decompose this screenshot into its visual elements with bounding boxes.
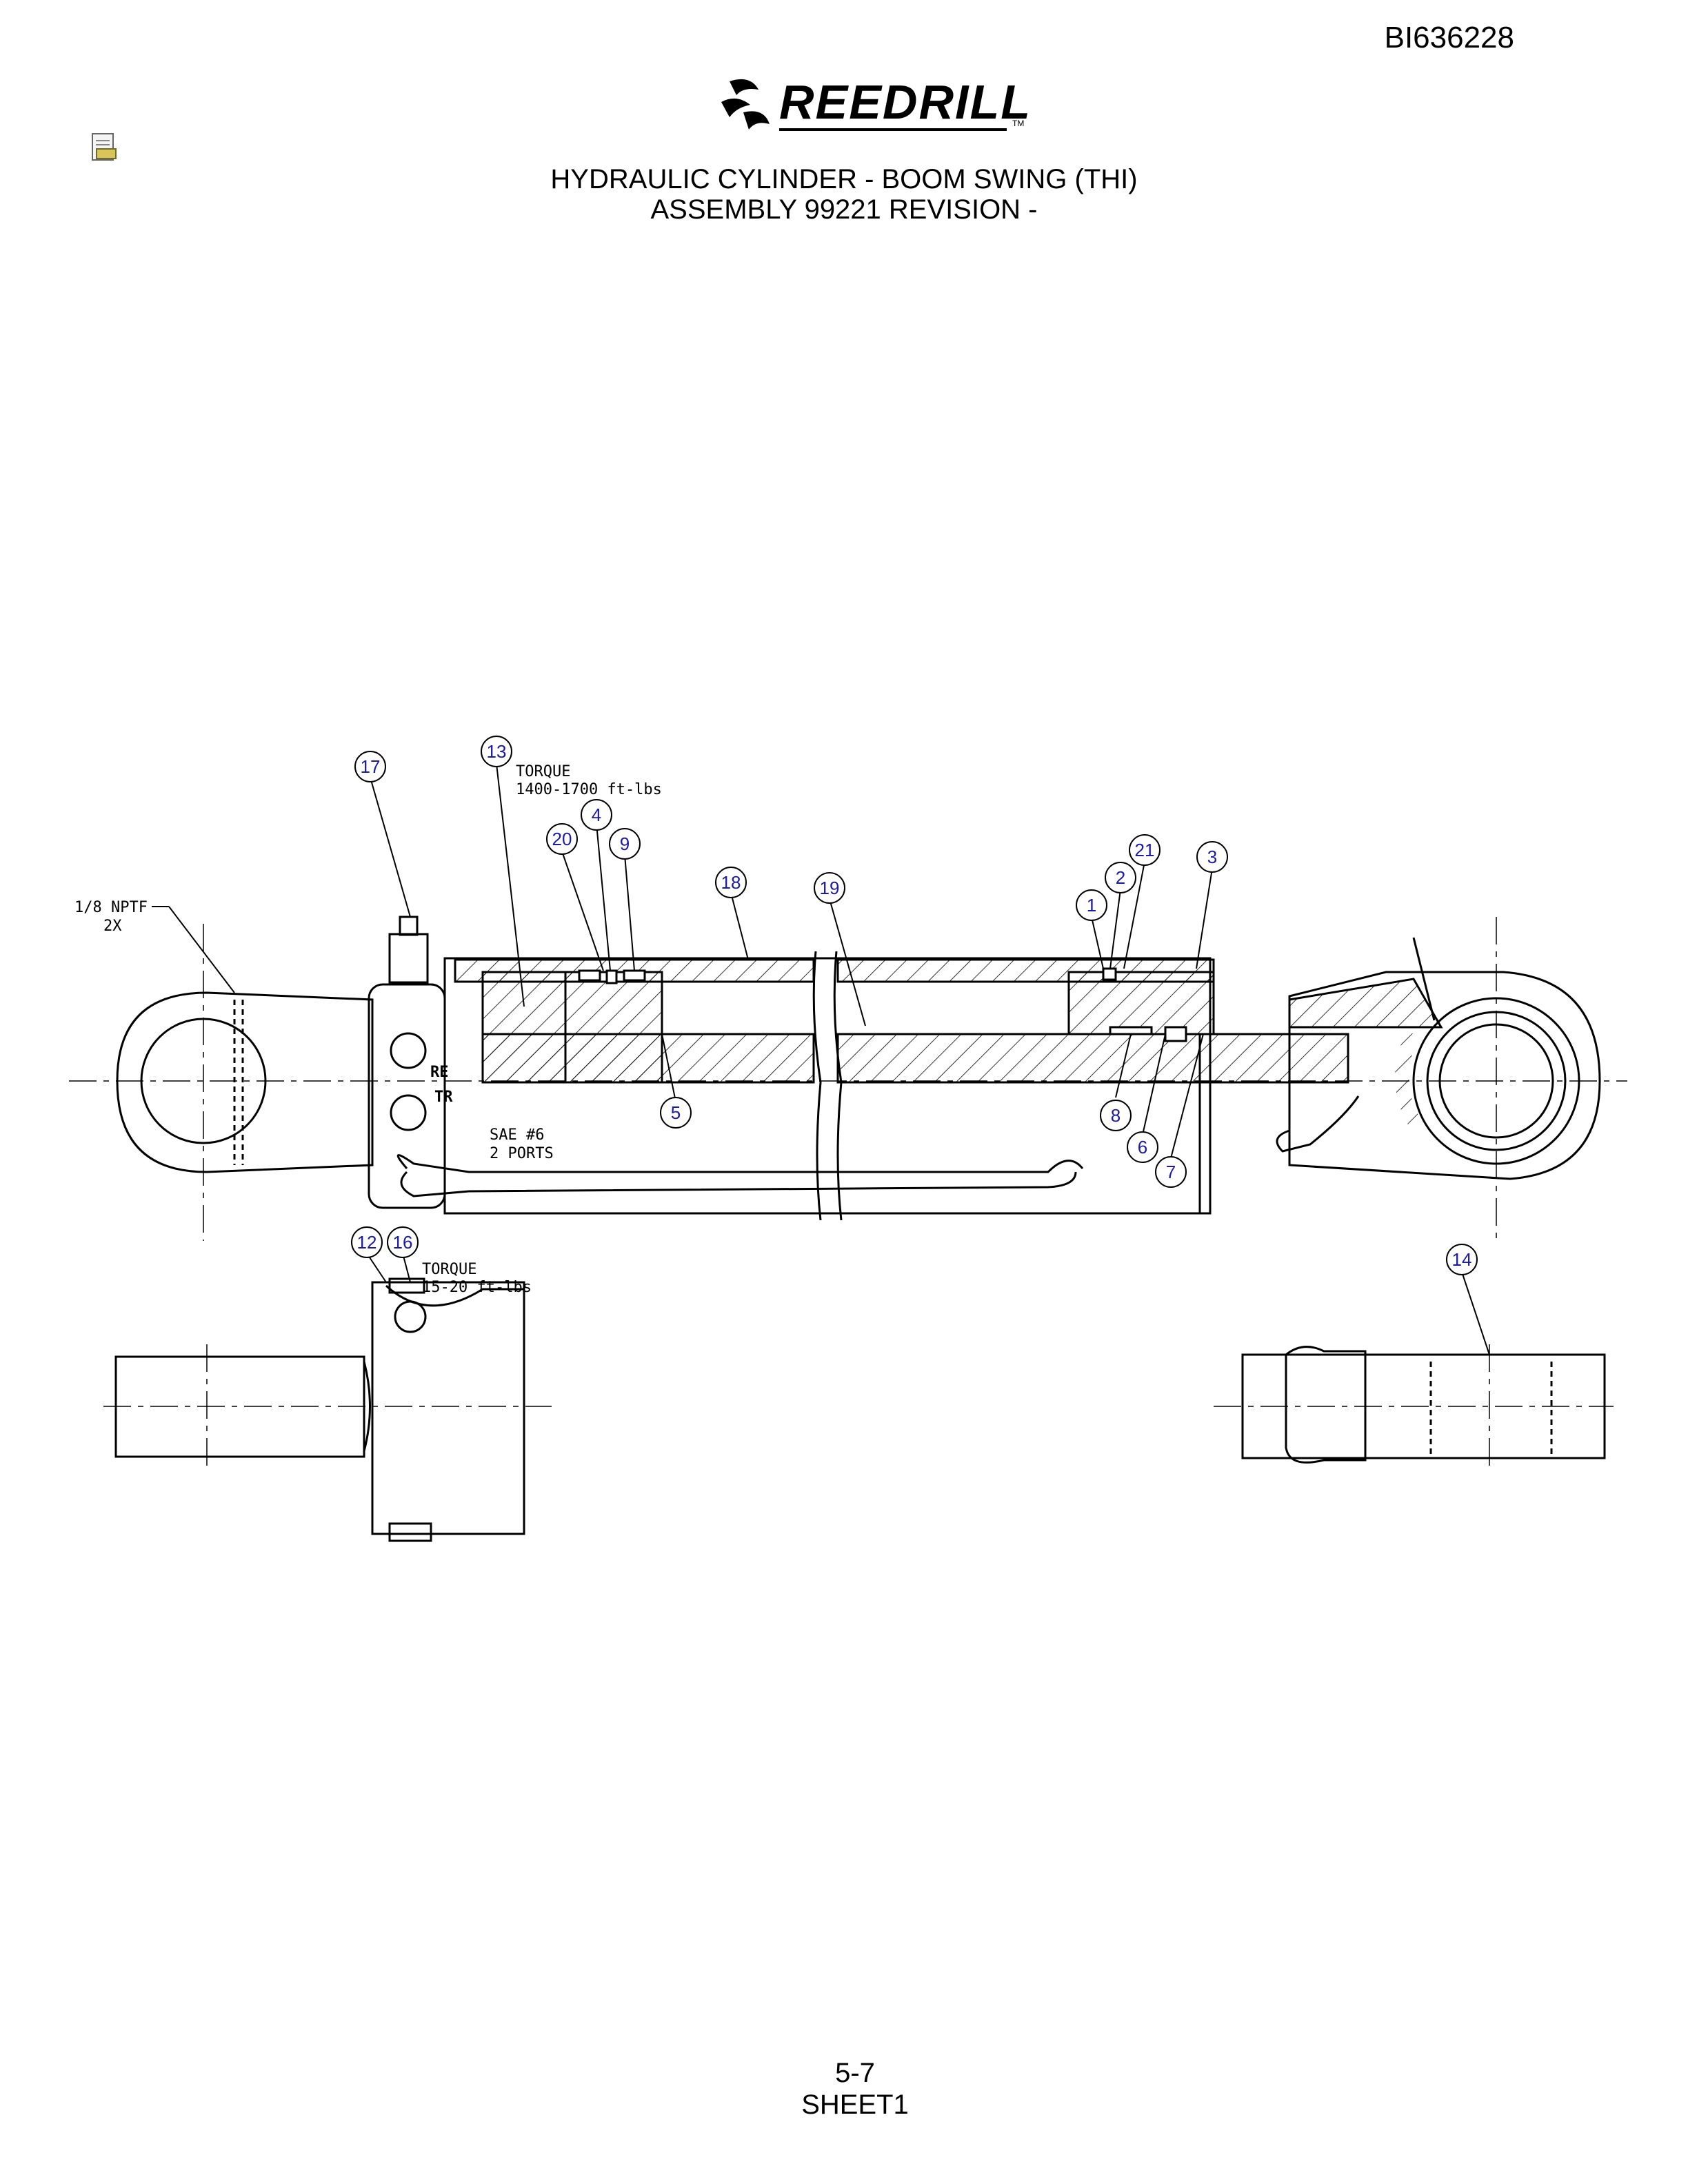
logo-wordmark: REEDRILL	[779, 75, 1032, 129]
assembly-number: ASSEMBLY 99221 REVISION -	[650, 194, 1038, 225]
rod	[481, 1033, 1349, 1084]
balloon-14: 14	[1452, 1249, 1472, 1270]
port-label-re: RE	[430, 1064, 449, 1081]
torque2-note-value: 15-20 ft-lbs	[422, 1279, 532, 1296]
balloon-6: 6	[1138, 1137, 1147, 1157]
nptf-count: 2X	[103, 918, 122, 935]
base-eye	[116, 991, 374, 1173]
torque2-note-label: TORQUE	[422, 1261, 476, 1278]
logo-underline	[779, 128, 1007, 131]
balloon-20: 20	[552, 829, 572, 849]
reedrill-logo: REEDRILL TM	[716, 74, 1030, 138]
balloon-3: 3	[1207, 847, 1217, 867]
balloon-1: 1	[1087, 895, 1096, 916]
balloon-labels: 17 13 4 20 9 18 19 1 2 21 3 5 8 6 7 12 1…	[357, 741, 1472, 1270]
cap-end	[368, 916, 446, 1209]
sheet-label: SHEET1	[801, 2090, 909, 2120]
balloon-13: 13	[487, 741, 507, 762]
drawing-title: HYDRAULIC CYLINDER - BOOM SWING (THI)	[550, 164, 1138, 194]
balloon-9: 9	[620, 833, 630, 854]
balloon-16: 16	[393, 1232, 413, 1253]
page-number: 5-7	[835, 2058, 875, 2088]
rod-end	[1288, 937, 1601, 1180]
document-id: BI636228	[1384, 21, 1514, 54]
torque-note-value: 1400-1700 ft-lbs	[516, 781, 662, 798]
balloon-17: 17	[361, 756, 381, 777]
nptf-note: 1/8 NPTF	[74, 899, 148, 916]
sae-port-count: 2 PORTS	[490, 1145, 554, 1162]
balloon-7: 7	[1166, 1162, 1176, 1182]
centerline	[69, 917, 1627, 1468]
torque-note-label: TORQUE	[516, 763, 570, 780]
leader-lines	[152, 763, 1490, 1355]
logo-swirl-icon	[721, 79, 770, 130]
balloon-21: 21	[1135, 840, 1155, 860]
end-view-right	[1241, 1346, 1606, 1464]
hydraulic-tube	[396, 1095, 1360, 1197]
sae-port-note: SAE #6	[490, 1126, 544, 1144]
balloon-2: 2	[1116, 867, 1125, 888]
balloon-8: 8	[1111, 1105, 1121, 1126]
balloon-4: 4	[592, 805, 601, 825]
balloon-18: 18	[721, 872, 741, 893]
item-balloons	[351, 736, 1478, 1275]
port-label-tr: TR	[434, 1089, 453, 1106]
attachment-document-icon[interactable]	[91, 132, 119, 163]
balloon-12: 12	[357, 1232, 377, 1253]
end-view-left	[114, 1277, 525, 1542]
logo-trademark: TM	[1012, 119, 1025, 128]
balloon-5: 5	[671, 1102, 681, 1123]
balloon-19: 19	[820, 878, 840, 898]
gland	[1067, 967, 1215, 1213]
